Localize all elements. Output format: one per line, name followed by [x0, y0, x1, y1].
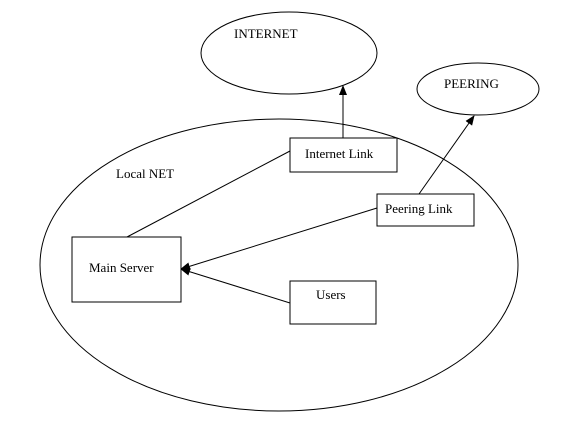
internet-link-box [289, 137, 398, 173]
users-label: Users [316, 287, 346, 302]
peering-link-label: Peering Link [385, 201, 453, 216]
edge-main-server-to-internet-link [126, 150, 291, 238]
local-net-label: Local NET [116, 166, 174, 181]
edge-users-to-main-server [180, 267, 291, 304]
peering-link-box [376, 193, 475, 227]
local-net-ellipse [39, 118, 519, 412]
internet-ellipse [200, 11, 378, 95]
main-server-label: Main Server [89, 260, 154, 275]
peering-ellipse [416, 62, 540, 116]
edge-peering-link-to-peering [418, 115, 475, 195]
users-box [289, 280, 377, 325]
internet-label: INTERNET [234, 26, 298, 41]
main-server-box [71, 236, 182, 303]
edge-peering-link-to-main-server [180, 207, 378, 271]
internet-link-label: Internet Link [305, 146, 374, 161]
peering-label: PEERING [444, 76, 499, 91]
